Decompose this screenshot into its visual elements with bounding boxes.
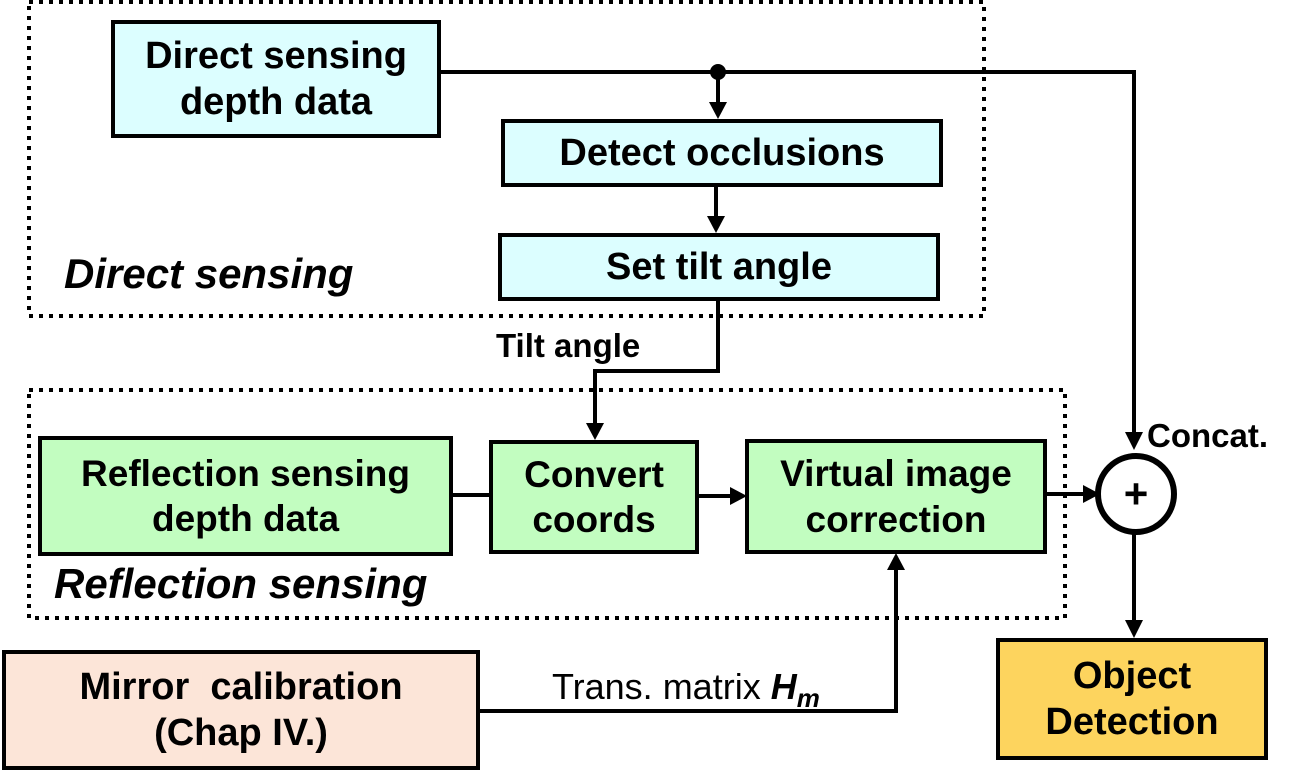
node-label-line: Object — [1072, 654, 1192, 697]
reflection-sensing-label: Reflection sensing — [54, 560, 428, 607]
node-label-line: Convert — [524, 453, 664, 495]
reflection-sensing-region — [27, 388, 1067, 620]
node-label: Detect occlusions — [559, 131, 885, 174]
node-direct-sensing-depth-data: Direct sensing depth data — [111, 20, 441, 138]
arrowhead-concat-left — [1083, 485, 1100, 503]
arrowhead-concat-top — [1125, 432, 1143, 450]
arrowhead-detect-occlusions — [709, 102, 727, 119]
node-convert-coords: Convert coords — [489, 440, 699, 554]
node-label-line: coords — [532, 499, 656, 540]
node-label-line: Mirror calibration — [79, 665, 403, 708]
arrowhead-virtual-bottom — [887, 553, 905, 570]
edge-direct-to-concat — [440, 70, 1136, 436]
concat-symbol: + — [1124, 470, 1149, 517]
trans-matrix-subscript: m — [796, 683, 820, 714]
trans-matrix-text: Trans. matrix — [552, 666, 771, 707]
trans-matrix-symbol: H — [770, 666, 797, 707]
arrowhead-object-detection — [1125, 620, 1143, 638]
node-label-line: Virtual image — [780, 453, 1012, 495]
node-virtual-image-correction: Virtual image correction — [745, 439, 1047, 554]
tilt-angle-label: Tilt angle — [496, 327, 641, 364]
node-label-line: (Chap IV.) — [154, 712, 328, 754]
node-label-line: Reflection sensing — [81, 452, 410, 494]
node-label-line: depth data — [179, 81, 373, 123]
direct-sensing-label: Direct sensing — [64, 250, 354, 297]
direct-sensing-region — [27, 0, 986, 318]
concat-node — [1095, 453, 1177, 535]
node-object-detection: Object Detection — [996, 638, 1268, 760]
node-reflection-sensing-depth-data: Reflection sensing depth data — [38, 436, 453, 556]
trans-matrix-label: Trans. matrix Hm — [552, 666, 820, 714]
concat-label: Concat. — [1147, 417, 1269, 454]
edge-tilt-to-convert — [593, 300, 720, 425]
node-mirror-calibration: Mirror calibration (Chap IV.) — [2, 650, 480, 770]
arrowhead-convert-coords — [586, 423, 604, 440]
node-label-line: Detection — [1045, 701, 1219, 743]
edge-calibration-to-virtual — [478, 568, 898, 713]
node-label-line: Direct sensing — [145, 34, 407, 77]
node-label-line: depth data — [151, 498, 340, 539]
node-set-tilt-angle: Set tilt angle — [498, 233, 940, 301]
node-label: Set tilt angle — [606, 245, 832, 288]
node-label-line: correction — [805, 498, 987, 540]
arrowhead-set-tilt — [707, 216, 725, 233]
arrowhead-virtual-correction — [730, 487, 747, 505]
node-detect-occlusions: Detect occlusions — [501, 119, 943, 187]
